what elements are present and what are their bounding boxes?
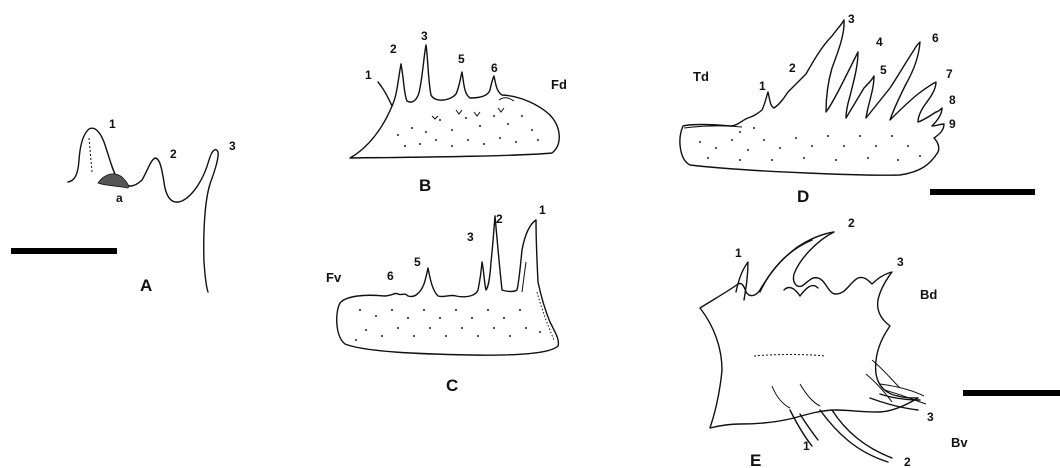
panel-e-ventral-spine-1-label: 1: [803, 439, 810, 453]
panel-a-spine-3: 3: [229, 139, 236, 153]
panel-e-dorsal-spine-1-label: 1: [735, 246, 742, 260]
panel-e-ventral-spine-2-label: 2: [904, 455, 911, 468]
panel-a-spine-2: 2: [170, 147, 177, 161]
panel-d-spine-6: 6: [932, 31, 939, 45]
panel-e-ventral-spine-3-label: 3: [927, 410, 934, 424]
panel-c-spine-5: 5: [414, 255, 421, 269]
panel-e-crest-wave: [784, 286, 818, 296]
panel-d-outline: [680, 20, 944, 175]
panel-c: 1 2 3 5 6 Fv C: [326, 203, 558, 395]
panel-d: Td 1 2 3 4 5 6 7 8 9 D: [680, 12, 1035, 206]
panel-b-spine-1: 1: [365, 68, 372, 82]
panel-d-denticles: [699, 127, 921, 161]
panel-c-spine-6: 6: [387, 269, 394, 283]
panel-e-outline: [700, 232, 918, 428]
scale-bar-e: [963, 390, 1060, 396]
panel-b-side-label: Fd: [551, 77, 567, 92]
panel-e-dorsal-spine-3-label: 3: [897, 255, 904, 269]
panel-d-spine-1: 1: [759, 79, 766, 93]
panel-d-spine-4: 4: [876, 35, 883, 49]
panel-c-spine-1-shaft: [522, 262, 526, 292]
panel-e-ventral-spine-3: [870, 394, 920, 410]
panel-e-midline: [754, 355, 826, 357]
panel-d-spine-8: 8: [949, 93, 956, 107]
panel-d-left-tab: [684, 126, 742, 128]
panel-d-spine-9: 9: [949, 117, 956, 131]
panel-d-letter: D: [797, 187, 809, 206]
panel-a: 1 2 3 a A: [11, 117, 236, 295]
panel-b: 1 2 3 5 6 Fd B: [350, 29, 567, 195]
panel-a-annotation-a: a: [116, 191, 123, 205]
panel-c-letter: C: [446, 376, 458, 395]
panel-b-crest-detail: [499, 98, 514, 101]
panel-c-side-label: Fv: [326, 270, 342, 285]
panel-c-spine-1: 1: [539, 203, 546, 217]
panel-e-dorsal-spine-1: [736, 262, 748, 300]
panel-e-dorsal-spine-2-label: 2: [848, 216, 855, 230]
panel-c-outline: [337, 216, 559, 355]
panel-b-spine-6: 6: [491, 61, 498, 75]
panel-e-dorsal-side-label: Bd: [920, 287, 937, 302]
panel-d-spine-5: 5: [880, 63, 887, 77]
panel-e-letter: E: [750, 451, 761, 468]
panel-d-spine-7: 7: [946, 67, 953, 81]
panel-a-letter: A: [140, 276, 152, 295]
panel-a-spine-1: 1: [109, 117, 116, 131]
panel-e-ventral-spine-2: [820, 410, 892, 462]
panel-e: 1 2 3 Bd 3 Bv 1 2 E: [700, 216, 1060, 468]
panel-a-stippled-area: [98, 174, 129, 188]
panel-a-outline: [68, 128, 218, 292]
panel-d-spine-3: 3: [848, 12, 855, 26]
scale-bar-a: [11, 248, 117, 254]
panel-b-outline: [350, 45, 559, 158]
panel-e-ventral-side-label: Bv: [951, 435, 968, 450]
panel-b-spine-5: 5: [458, 52, 465, 66]
panel-b-spine-1-tip: [378, 82, 392, 106]
panel-a-inner-line: [89, 138, 92, 172]
panel-b-spine-2: 2: [390, 42, 397, 56]
panel-e-inner-hooks: [772, 384, 820, 408]
scale-bar-d: [930, 189, 1035, 195]
panel-d-spine-2: 2: [789, 61, 796, 75]
panel-c-spine-3: 3: [467, 230, 474, 244]
panel-c-spine-2: 2: [496, 212, 503, 226]
panel-b-denticles: [397, 108, 539, 147]
panel-b-spine-3: 3: [421, 29, 428, 43]
panel-b-letter: B: [419, 176, 431, 195]
panel-c-denticles: [355, 309, 541, 341]
panel-d-side-label: Td: [693, 69, 709, 84]
